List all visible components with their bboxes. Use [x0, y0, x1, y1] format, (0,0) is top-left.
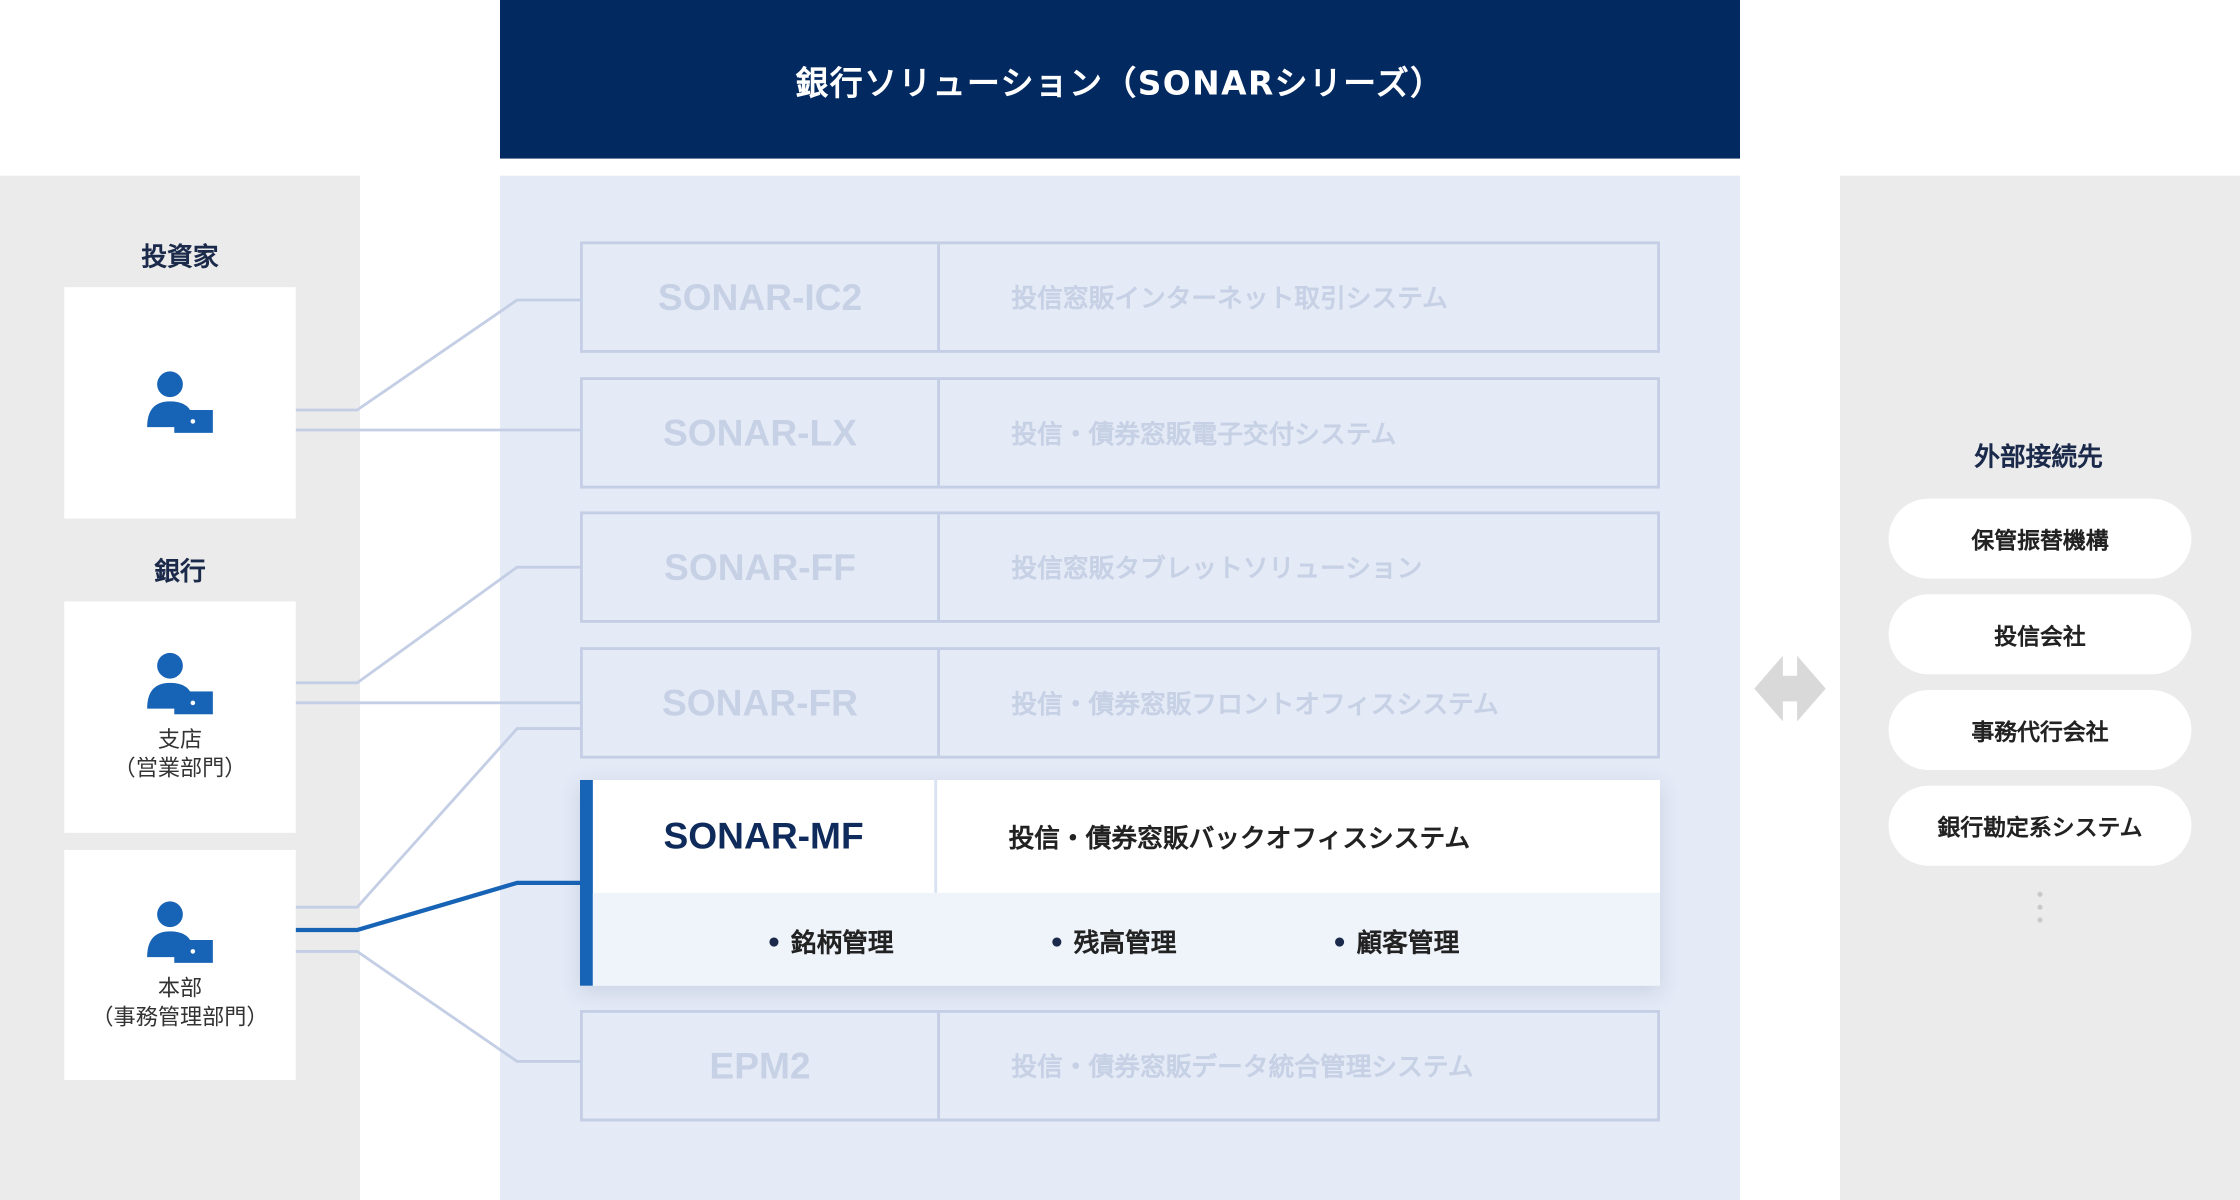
external-item: 投信会社 — [1888, 594, 2192, 675]
connector-hq-fr — [295, 727, 580, 909]
bullet-icon: • — [1331, 928, 1348, 959]
product-name: SONAR-IC2 — [583, 244, 940, 350]
external-item: 銀行勘定系システム — [1888, 785, 2192, 866]
branch-caption: 支店 （営業部門） — [113, 727, 247, 782]
external-item-label: 銀行勘定系システム — [1937, 814, 2143, 842]
header-banner: 銀行ソリューション（SONARシリーズ） — [499, 0, 1740, 159]
product-row-mf-active[interactable]: SONAR-MF 投信・債券窓販バックオフィスシステム •銘柄管理 •残高管理 … — [579, 779, 1660, 986]
product-name: SONAR-FF — [583, 514, 940, 620]
product-name: EPM2 — [583, 1012, 940, 1119]
product-desc: 投信・債券窓販フロントオフィスシステム — [1011, 689, 1499, 720]
external-item-label: 保管振替機構 — [1971, 527, 2109, 555]
investor-box — [64, 287, 296, 519]
external-item: 保管振替機構 — [1888, 498, 2192, 579]
connector-hq-epm2 — [295, 949, 580, 1063]
branch-box: 支店 （営業部門） — [64, 601, 296, 833]
external-item-label: 投信会社 — [1994, 622, 2086, 650]
feature-list — [592, 892, 1660, 986]
more-vertical-icon — [2037, 891, 2043, 923]
product-desc: 投信窓販インターネット取引システム — [1011, 284, 1448, 315]
connector-branch-ff — [295, 565, 580, 685]
bullet-icon: • — [765, 928, 783, 959]
feature-label: 銘柄管理 — [790, 928, 894, 959]
hq-box: 本部 （事務管理部門） — [64, 849, 296, 1080]
user-laptop-icon — [147, 371, 213, 433]
hq-caption: 本部 （事務管理部門） — [91, 974, 269, 1030]
product-desc: 投信・債券窓販データ統合管理システム — [1011, 1052, 1474, 1083]
product-row-lx[interactable]: SONAR-LX 投信・債券窓販電子交付システム — [579, 377, 1660, 489]
external-item-label: 事務代行会社 — [1971, 718, 2109, 746]
feature-item: •銘柄管理 — [766, 923, 894, 960]
product-name: SONAR-LX — [583, 379, 940, 486]
active-product-desc: 投信・債券窓販バックオフィスシステム — [1008, 823, 1471, 854]
active-product-name: SONAR-MF — [593, 779, 938, 893]
product-desc: 投信窓販タブレットソリューション — [1011, 554, 1423, 585]
center-panel — [499, 175, 1740, 1200]
product-row-ff[interactable]: SONAR-FF 投信窓販タブレットソリューション — [579, 511, 1660, 623]
bank-label: 銀行 — [154, 557, 206, 588]
feature-label: 残高管理 — [1073, 928, 1177, 959]
external-title: 外部接続先 — [1974, 442, 2103, 473]
bullet-icon: • — [1048, 928, 1066, 959]
product-row-fr[interactable]: SONAR-FR 投信・債券窓販フロントオフィスシステム — [579, 647, 1660, 759]
external-item: 事務代行会社 — [1888, 689, 2192, 770]
product-name: SONAR-FR — [583, 649, 940, 756]
feature-item: •残高管理 — [1049, 923, 1177, 960]
header-title: 銀行ソリューション（SONARシリーズ） — [795, 64, 1445, 103]
product-row-ic2[interactable]: SONAR-IC2 投信窓販インターネット取引システム — [579, 241, 1660, 353]
product-desc: 投信・債券窓販電子交付システム — [1011, 419, 1397, 450]
connector-hq-mf — [295, 880, 580, 933]
user-laptop-icon — [147, 652, 213, 715]
active-indicator-bar — [579, 779, 593, 986]
investor-label: 投資家 — [141, 242, 219, 273]
feature-label: 顧客管理 — [1356, 928, 1460, 959]
product-row-epm2[interactable]: EPM2 投信・債券窓販データ統合管理システム — [579, 1009, 1660, 1122]
user-laptop-icon — [147, 900, 213, 963]
connector-investor-ic2 — [295, 298, 580, 412]
feature-item: • 顧客管理 — [1331, 923, 1459, 960]
right-panel — [1839, 175, 2240, 1200]
double-arrow-icon — [1754, 655, 1826, 722]
